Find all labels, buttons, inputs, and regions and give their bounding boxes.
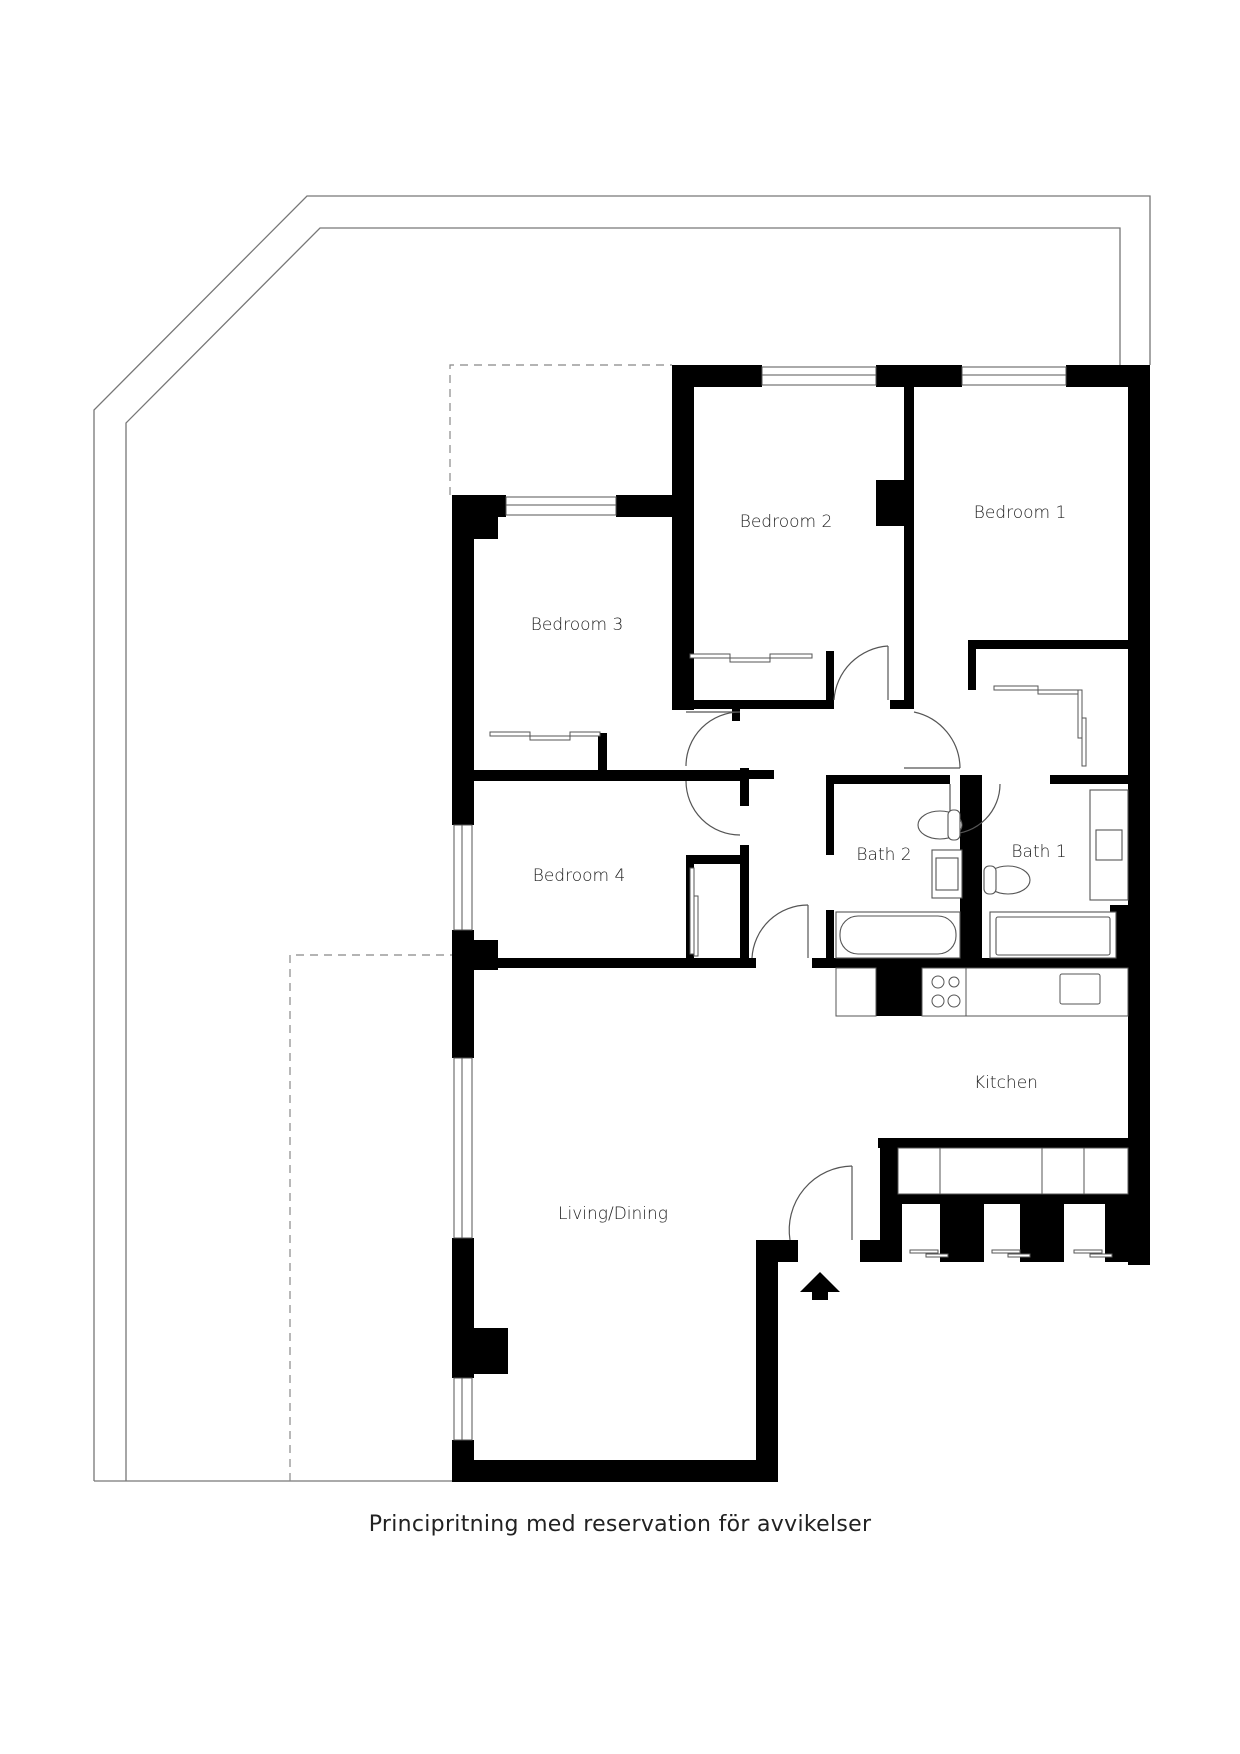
room-label-living-dining: Living/Dining: [558, 1204, 668, 1224]
room-label-bath-2: Bath 2: [856, 845, 911, 865]
room-label-bedroom-3: Bedroom 3: [531, 615, 624, 635]
room-label-kitchen: Kitchen: [974, 1073, 1038, 1093]
stove-icon: [931, 975, 945, 989]
interior-walls: [474, 387, 1142, 1148]
entrance-arrow-icon: [800, 1272, 840, 1300]
bath-fixtures: [835, 789, 1129, 959]
windows: [453, 366, 1067, 1441]
room-label-bedroom-1: Bedroom 1: [974, 503, 1067, 523]
balcony-dashed-outline: [289, 364, 672, 1481]
disclaimer-caption: Principritning med reservation för avvik…: [368, 1512, 872, 1537]
room-label-bedroom-4: Bedroom 4: [533, 866, 626, 886]
kitchen-counters: [835, 967, 1129, 1195]
wardrobes: [489, 653, 1113, 1258]
terrace-outline: [93, 195, 1151, 1482]
room-label-bedroom-2: Bedroom 2: [740, 512, 833, 532]
kitchen-sink-icon: [1059, 973, 1101, 1005]
room-label-bath-1: Bath 1: [1011, 842, 1066, 862]
